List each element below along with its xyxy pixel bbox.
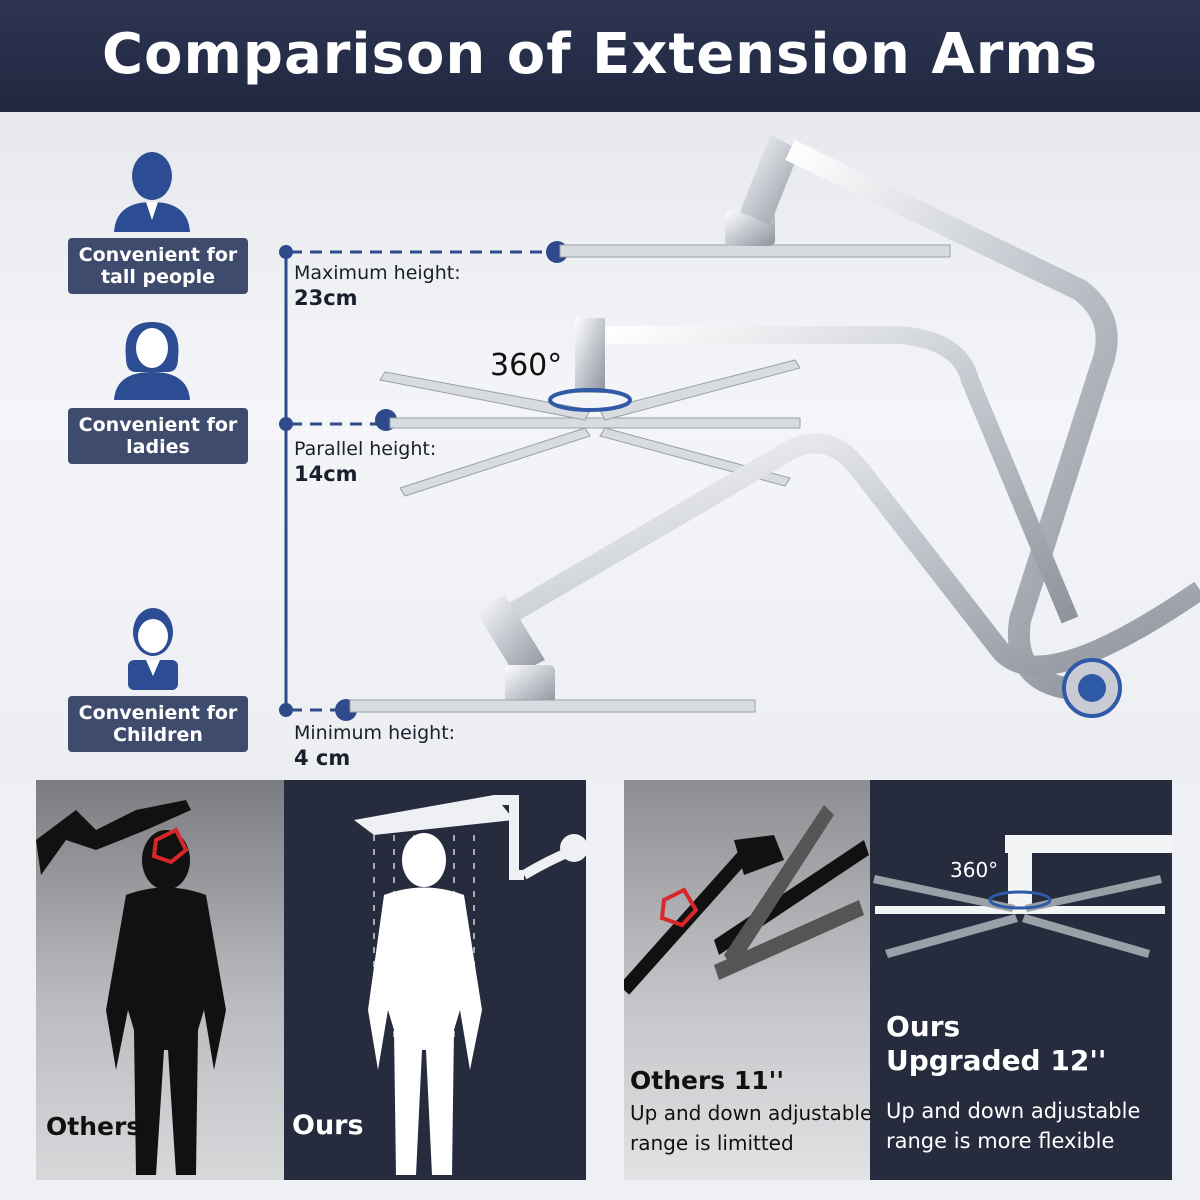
ours-desc-right: Up and down adjustable range is more fle… xyxy=(886,1099,1141,1153)
min-height-label: Minimum height: 4 cm xyxy=(294,722,456,770)
man-icon xyxy=(114,152,190,232)
ours-title-right: Ours Upgraded 12'' xyxy=(886,1010,1107,1077)
max-height-label: Maximum height: 23cm xyxy=(294,262,461,310)
parallel-height-label: Parallel height: 14cm xyxy=(294,438,437,486)
others-desc-right: Up and down adjustable range is limitted xyxy=(630,1101,873,1155)
measure-dot-mid xyxy=(279,417,293,431)
ours-silhouette xyxy=(354,795,586,1175)
others-title-right: Others 11'' xyxy=(630,1066,784,1095)
shower-arm-illustration xyxy=(279,135,1200,721)
rotation-arrow-icon xyxy=(548,388,632,412)
rotation-label: 360° xyxy=(490,348,563,383)
shower-plate-top xyxy=(559,244,951,258)
page-title: Comparison of Extension Arms xyxy=(101,22,1099,87)
ours-label-left: Ours xyxy=(292,1110,364,1141)
shower-plate-mid xyxy=(389,417,801,429)
measure-dot-top xyxy=(279,245,293,259)
rotation-label-small: 360° xyxy=(950,858,999,882)
warning-icon xyxy=(659,887,699,928)
others-silhouette xyxy=(36,800,226,1175)
ours-arm-illustration xyxy=(873,835,1172,958)
measure-dot-bottom xyxy=(279,703,293,717)
warning-icon xyxy=(151,827,189,865)
child-icon xyxy=(128,608,178,690)
rotation-arrow-icon xyxy=(988,890,1052,910)
others-label-left: Others xyxy=(46,1112,142,1141)
others-arm-illustration xyxy=(624,805,869,995)
header-bar xyxy=(0,0,1200,112)
woman-icon xyxy=(114,322,190,400)
shower-plate-bottom xyxy=(349,699,756,713)
